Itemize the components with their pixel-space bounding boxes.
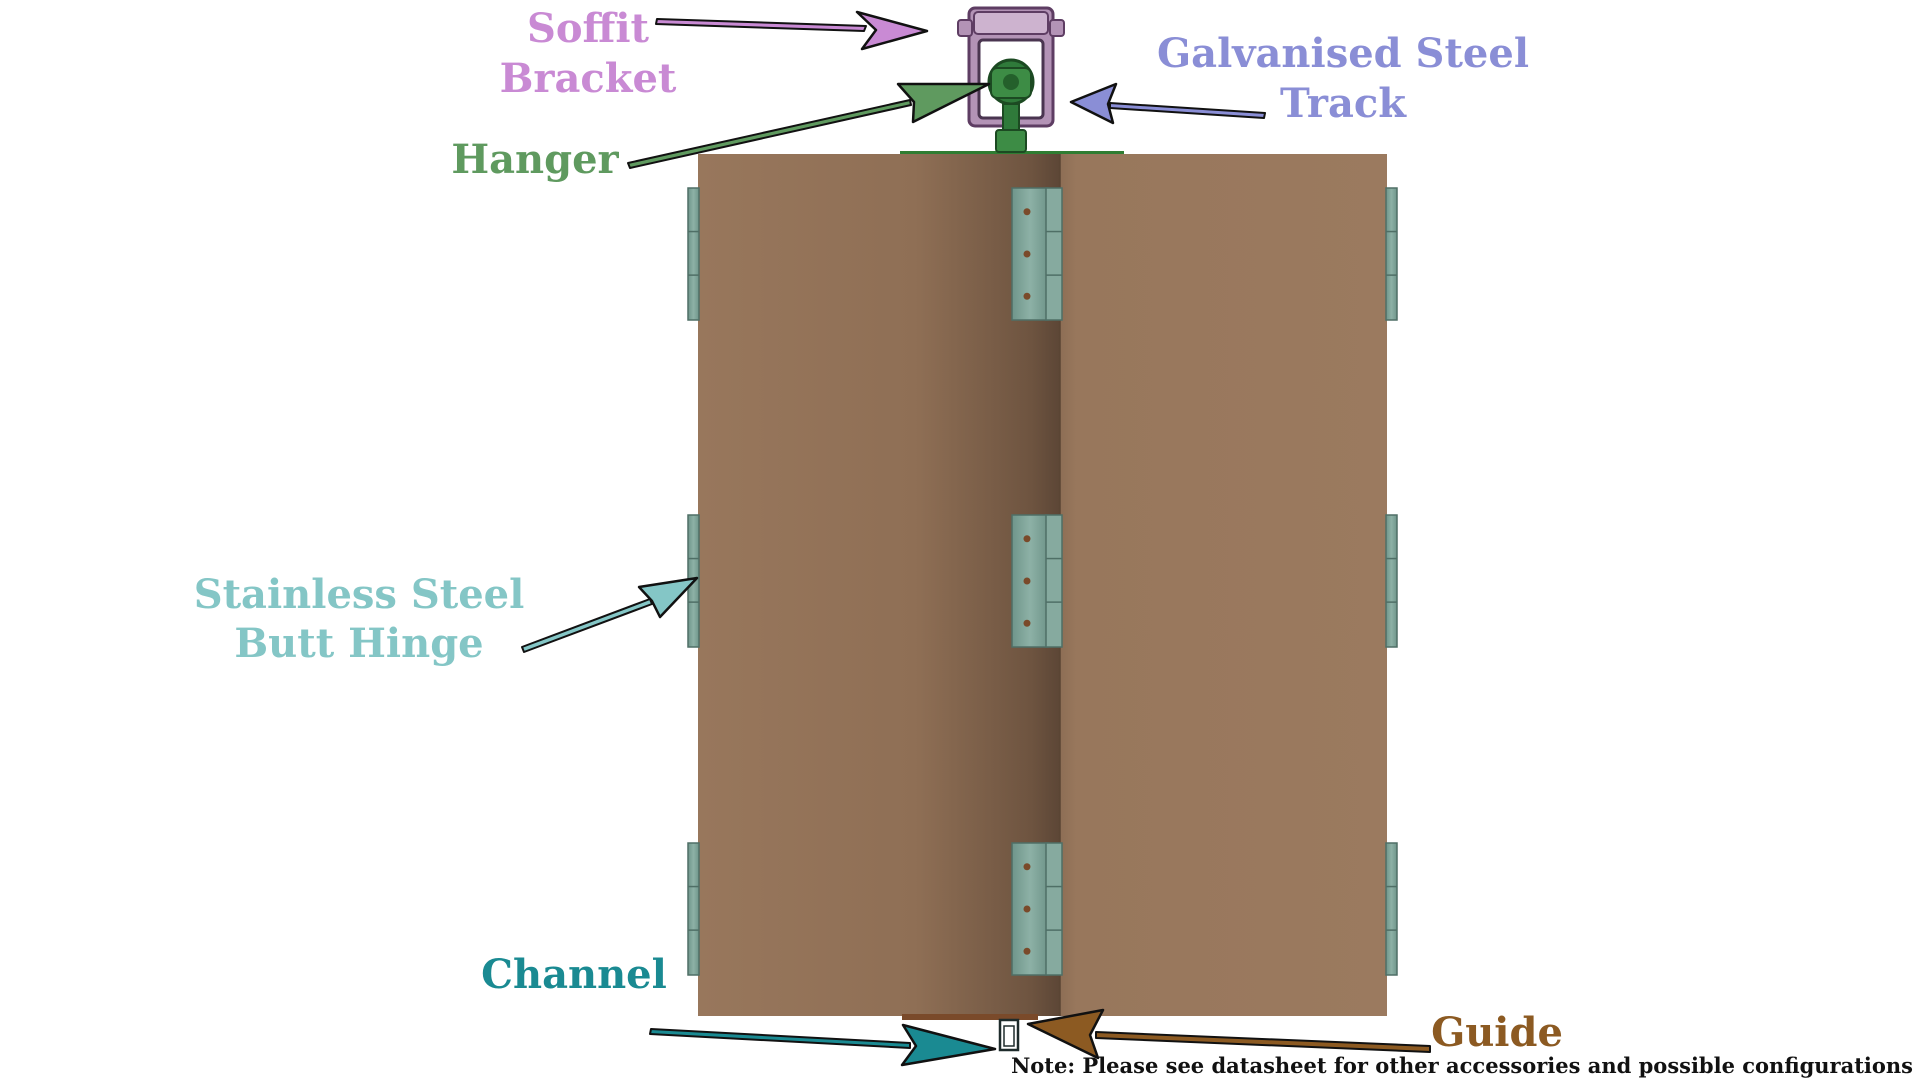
- butt-hinge-icon: [1011, 187, 1063, 321]
- butt-hinge-icon: [1385, 842, 1398, 976]
- arrow-butt-hinge: [521, 576, 699, 653]
- label-hinge-line2: Butt Hinge: [234, 620, 483, 667]
- hanger-assembly: [957, 6, 1065, 153]
- butt-hinge-icon: [1011, 514, 1063, 648]
- arrow-galvanised-track: [1069, 82, 1266, 125]
- label-track-line1: Galvanised Steel: [1157, 30, 1529, 77]
- label-channel: Channel: [481, 951, 667, 998]
- channel-icon: [998, 1018, 1020, 1052]
- arrow-channel: [649, 1023, 997, 1067]
- butt-hinge-icon: [1011, 842, 1063, 976]
- butt-hinge-icon: [1385, 187, 1398, 321]
- bottom-guide-bar: [902, 1014, 1038, 1020]
- right-door-panel: [1060, 154, 1387, 1016]
- label-track-line2: Track: [1280, 80, 1407, 127]
- arrow-hanger: [627, 82, 991, 169]
- left-door-panel: [698, 154, 1060, 1016]
- arrow-guide: [1026, 1008, 1431, 1060]
- label-hanger: Hanger: [451, 136, 619, 183]
- label-guide: Guide: [1431, 1009, 1563, 1056]
- butt-hinge-icon: [687, 842, 700, 976]
- label-soffit-line2: Bracket: [500, 55, 677, 102]
- footnote: Note: Please see datasheet for other acc…: [1011, 1053, 1913, 1078]
- butt-hinge-icon: [687, 187, 700, 321]
- label-soffit-line1: Soffit: [527, 5, 650, 52]
- arrow-soffit-bracket: [655, 10, 929, 51]
- label-hinge-line1: Stainless Steel: [194, 571, 525, 618]
- butt-hinge-icon: [1385, 514, 1398, 648]
